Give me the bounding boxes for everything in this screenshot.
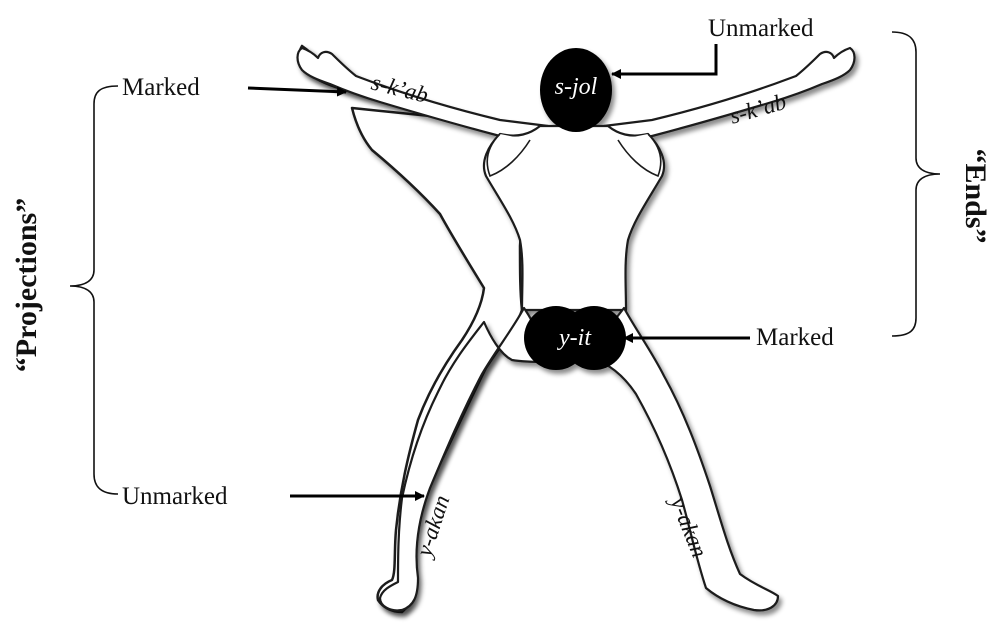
arrow-marked-to-arm [248,88,346,92]
term-right-arm: s-k’ab [727,89,789,129]
marker-unmarked-top-right: Unmarked [708,15,814,42]
term-head: s-jol [555,74,598,100]
right-arm [604,48,855,138]
left-leg [380,308,548,610]
marker-marked-right: Marked [756,324,834,351]
group-label-ends: “Ends” [959,148,992,243]
group-label-projections: “Projections” [10,198,43,372]
marker-marked-top-left: Marked [122,74,200,101]
arrow-unmarked-to-head [612,44,716,74]
marker-unmarked-bottom-left: Unmarked [122,483,228,510]
ends-bracket [892,32,940,336]
projections-bracket [70,86,118,494]
term-buttocks: y-it [557,325,592,351]
